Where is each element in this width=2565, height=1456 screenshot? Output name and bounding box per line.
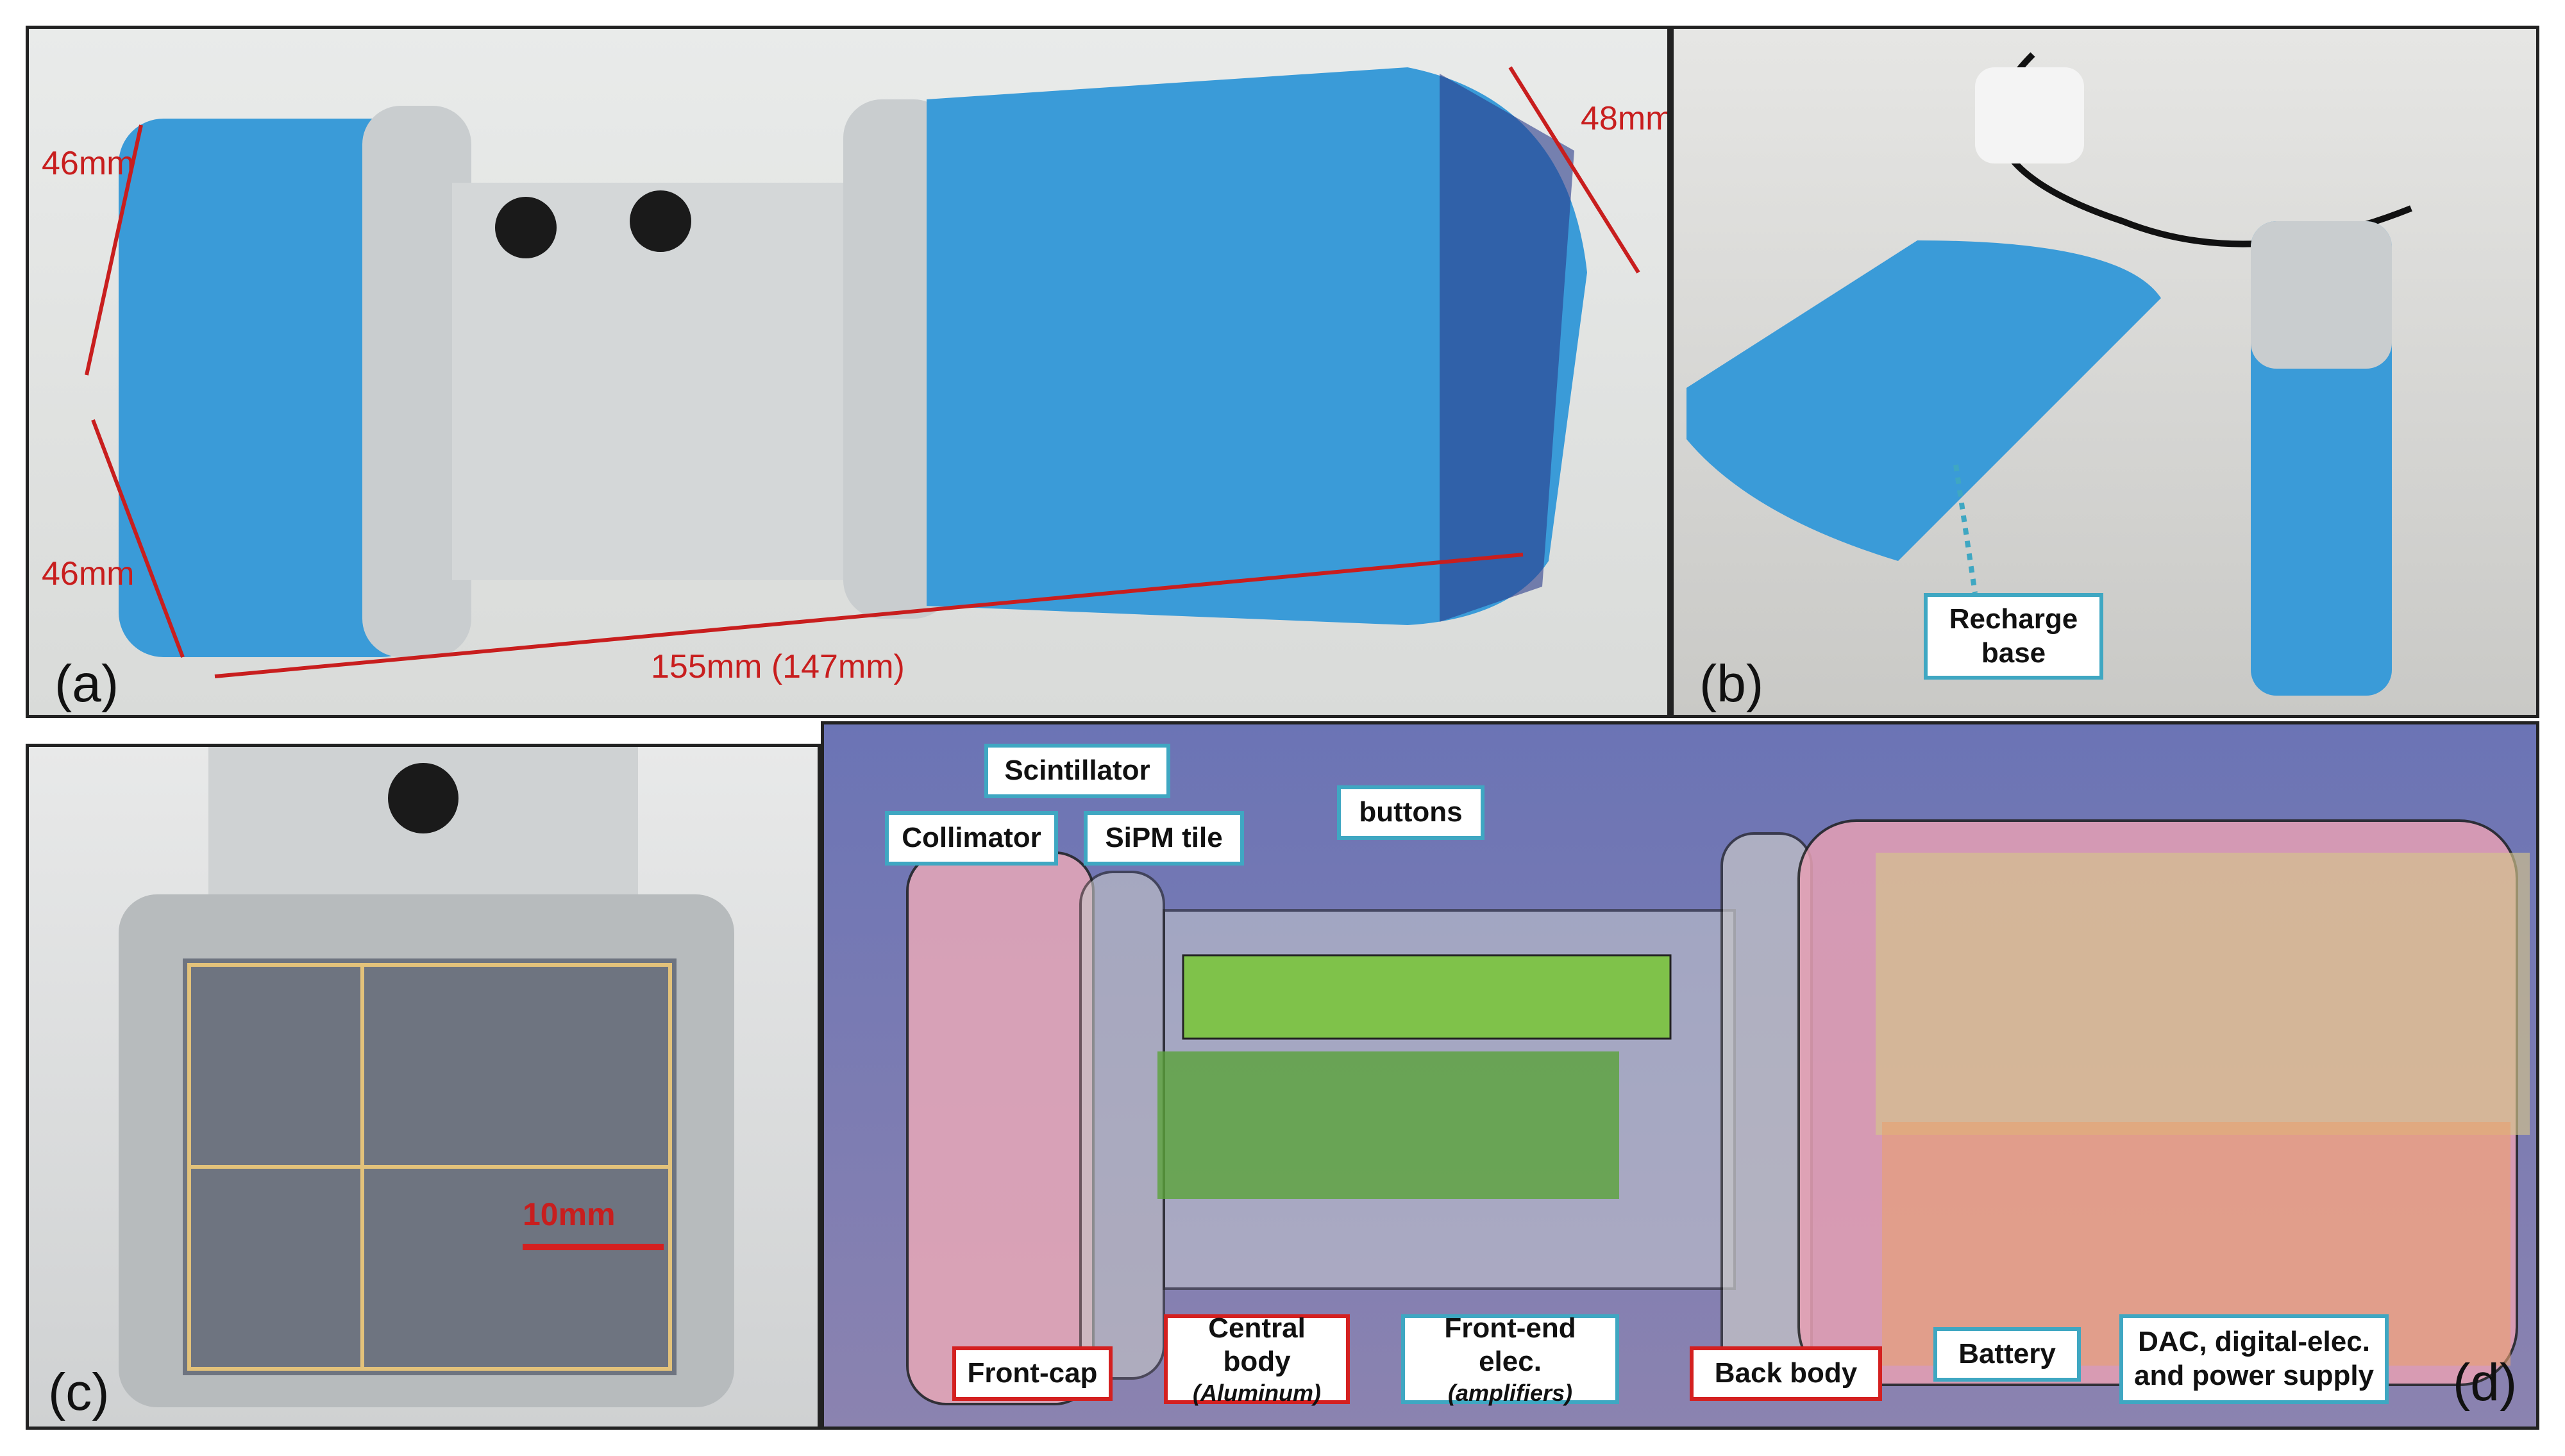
central-body-callout: Central body (Aluminum): [1164, 1312, 1350, 1407]
central-body-subtext: (Aluminum): [1193, 1380, 1321, 1407]
button-2-shape: [630, 190, 691, 252]
pcb-top-model: [1182, 954, 1672, 1040]
dac-text-2: and power supply: [2133, 1360, 2375, 1391]
front-cap-text: Front-cap: [967, 1357, 1098, 1389]
panel-a-photo: 46mm 46mm 48mm 155mm (147mm) (a): [26, 26, 1670, 718]
central-body-text: Central body: [1208, 1312, 1306, 1378]
dim-height-top: 46mm: [42, 145, 135, 182]
dim-height-bottom: 46mm: [42, 555, 135, 592]
dim-width-right: 48mm: [1581, 100, 1670, 137]
recharge-base-text: Recharge base: [1949, 603, 2078, 669]
device-ring-shape: [2251, 221, 2392, 369]
dac-text: DAC, digital-elec.: [2138, 1326, 2370, 1358]
back-ring-shape: [843, 99, 952, 619]
panel-b-drawing: [1686, 52, 2412, 696]
panel-c-label: (c): [48, 1363, 110, 1421]
button-1-shape: [495, 197, 557, 258]
dac-callout: DAC, digital-elec. and power supply: [2119, 1314, 2389, 1404]
panel-d-cad: Scintillator Collimator SiPM tile button…: [821, 721, 2539, 1430]
dim-length: 155mm (147mm): [651, 648, 905, 685]
back-body-shape: [927, 67, 1587, 625]
front-end-callout: Front-end elec. (amplifiers): [1401, 1312, 1619, 1407]
battery-text: Battery: [1958, 1338, 2056, 1370]
panel-d-label: (d): [2453, 1353, 2518, 1412]
front-cap-shape: [119, 119, 426, 657]
recharge-base-callout: Recharge base: [1924, 593, 2103, 680]
back-stripe-shape: [1440, 74, 1574, 622]
power-plug-shape: [1975, 67, 2084, 163]
buttons-text: buttons: [1359, 796, 1463, 828]
front-end-subtext: (amplifiers): [1447, 1380, 1573, 1407]
panel-c-photo: 10mm (c): [26, 744, 821, 1430]
sipm-callout: SiPM tile: [1084, 811, 1244, 866]
back-body-text: Back body: [1714, 1357, 1858, 1389]
front-cap-callout: Front-cap: [952, 1346, 1113, 1401]
buttons-callout: buttons: [1337, 785, 1484, 840]
sipm-text: SiPM tile: [1105, 822, 1223, 854]
battery-model: [1876, 853, 2530, 1135]
panel-b-label: (b): [1699, 655, 1764, 713]
front-cap-model: [906, 851, 1095, 1405]
collimator-text: Collimator: [902, 822, 1041, 854]
panel-b-photo: Recharge base (b): [1670, 26, 2539, 718]
recharge-pointer-line: [1953, 464, 1978, 594]
back-body-callout: Back body: [1690, 1346, 1882, 1401]
panel-d-drawing: [906, 819, 2530, 1405]
pcb-front-end-model: [1157, 1051, 1619, 1199]
front-ring-shape: [362, 106, 471, 657]
button-shape: [388, 763, 458, 833]
front-ring-model: [1079, 871, 1165, 1380]
scale-label: 10mm: [523, 1196, 616, 1232]
front-end-text: Front-end elec.: [1444, 1312, 1576, 1378]
collimator-callout: Collimator: [885, 811, 1058, 866]
scintillator-text: Scintillator: [1004, 755, 1150, 787]
panel-a-drawing: [85, 66, 1640, 678]
recharge-base-shape: [1686, 240, 2161, 561]
scintillator-callout: Scintillator: [984, 744, 1170, 798]
panel-a-label: (a): [55, 655, 119, 713]
panel-c-drawing: [119, 747, 734, 1407]
battery-callout: Battery: [1933, 1327, 2081, 1382]
